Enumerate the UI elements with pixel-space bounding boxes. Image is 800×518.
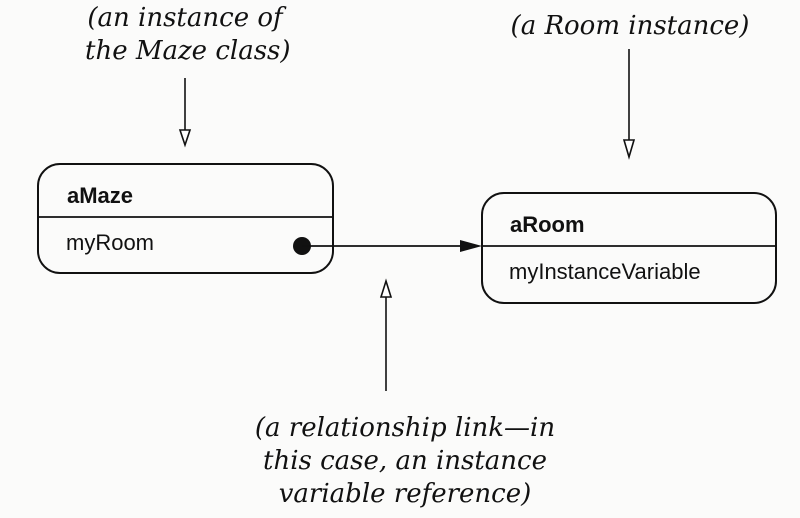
amaze-name: aMaze bbox=[67, 183, 134, 208]
link-note-line-2: this case, an instance bbox=[263, 446, 547, 476]
room-instance-note: (a Room instance) bbox=[500, 10, 760, 43]
link-note: (a relationship link—in this case, an in… bbox=[225, 412, 585, 511]
maze-note-line-2: the Maze class) bbox=[85, 36, 291, 66]
amaze-box[interactable] bbox=[37, 163, 334, 274]
link-note-line-3: variable reference) bbox=[278, 479, 532, 509]
maze-note-arrowhead-icon bbox=[178, 129, 192, 148]
amaze-field-myroom: myRoom bbox=[66, 230, 155, 255]
reference-arrowhead-icon bbox=[460, 240, 482, 252]
link-note-arrowhead-icon bbox=[379, 278, 393, 298]
room-note-arrowhead-icon bbox=[622, 139, 636, 160]
room-note-line-1: (a Room instance) bbox=[510, 11, 750, 41]
maze-instance-note: (an instance of the Maze class) bbox=[85, 2, 291, 68]
aroom-box[interactable] bbox=[481, 192, 777, 304]
link-note-line-1: (a relationship link—in bbox=[254, 413, 556, 443]
aroom-name: aRoom bbox=[510, 212, 585, 237]
maze-note-line-1: (an instance of bbox=[87, 3, 283, 33]
aroom-field-myinstancevariable: myInstanceVariable bbox=[509, 259, 701, 284]
